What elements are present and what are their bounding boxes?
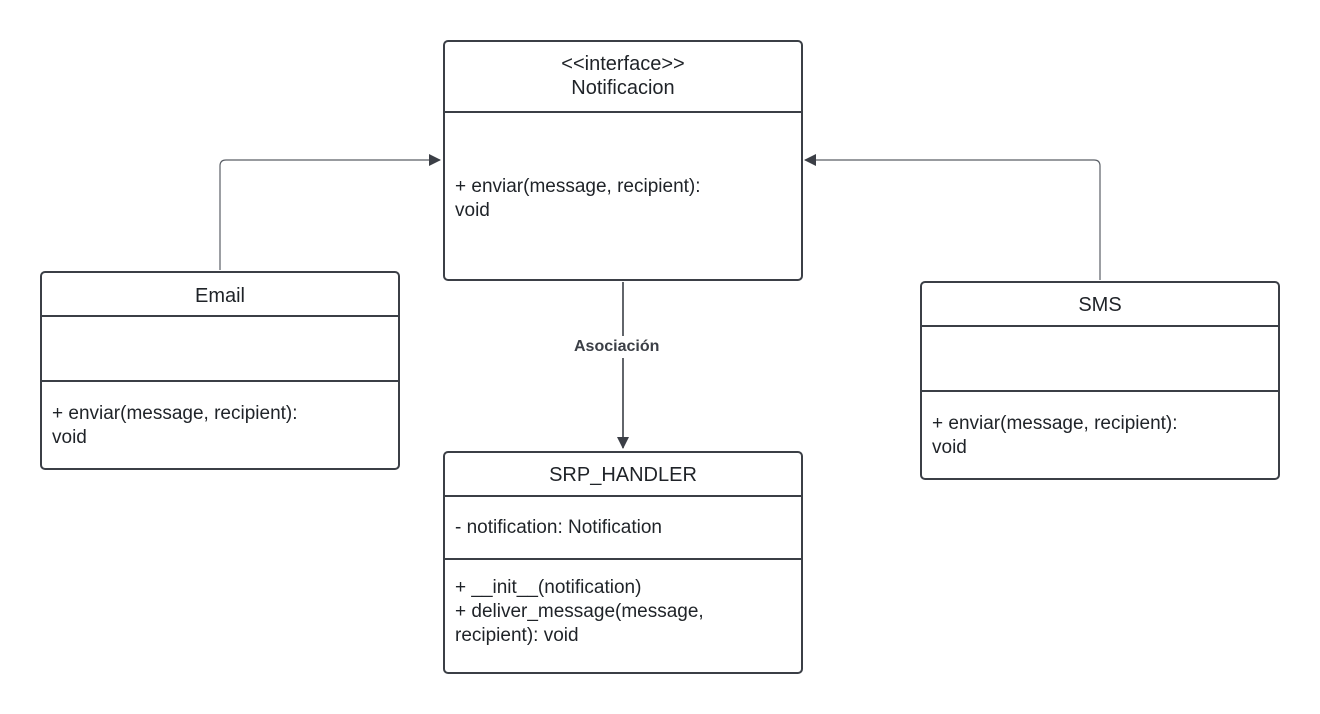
method-line: void <box>52 427 87 448</box>
method-line: + deliver_message(message, <box>455 601 704 622</box>
class-notificacion-methods: + enviar(message, recipient): void <box>445 111 801 279</box>
class-sms-methods: + enviar(message, recipient): void <box>922 390 1278 478</box>
method-line: + enviar(message, recipient): <box>932 413 1178 434</box>
class-email-attributes <box>42 315 398 380</box>
class-email-header: Email <box>42 273 398 315</box>
class-notificacion-header: <<interface>> Notificacion <box>445 42 801 111</box>
class-sms-attributes <box>922 325 1278 390</box>
class-notificacion-name: Notificacion <box>571 77 675 99</box>
attribute-line: - notification: Notification <box>455 517 662 538</box>
class-sms[interactable]: SMS + enviar(message, recipient): void <box>920 281 1280 480</box>
class-srp-handler-name: SRP_HANDLER <box>549 464 697 486</box>
association-label: Asociación <box>570 336 664 358</box>
class-srp-handler[interactable]: SRP_HANDLER - notification: Notification… <box>443 451 803 674</box>
class-srp-handler-methods: + __init__(notification) + deliver_messa… <box>445 558 801 672</box>
class-sms-header: SMS <box>922 283 1278 325</box>
method-line: void <box>932 437 967 458</box>
sms-to-notificacion-connector[interactable] <box>804 154 1101 280</box>
class-sms-name: SMS <box>1078 294 1122 316</box>
class-notificacion-stereotype: <<interface>> <box>561 53 685 75</box>
class-notificacion[interactable]: <<interface>> Notificacion + enviar(mess… <box>443 40 803 281</box>
method-line: recipient): void <box>455 625 579 646</box>
email-to-notificacion-connector[interactable] <box>219 154 441 270</box>
class-srp-handler-header: SRP_HANDLER <box>445 453 801 495</box>
method-line: void <box>455 200 490 221</box>
method-line: + enviar(message, recipient): <box>52 403 298 424</box>
method-line: + enviar(message, recipient): <box>455 176 701 197</box>
class-srp-handler-attributes: - notification: Notification <box>445 495 801 558</box>
method-line: + __init__(notification) <box>455 577 642 598</box>
class-email-methods: + enviar(message, recipient): void <box>42 380 398 468</box>
class-email-name: Email <box>194 285 245 307</box>
class-email[interactable]: Email + enviar(message, recipient): void <box>40 271 400 470</box>
